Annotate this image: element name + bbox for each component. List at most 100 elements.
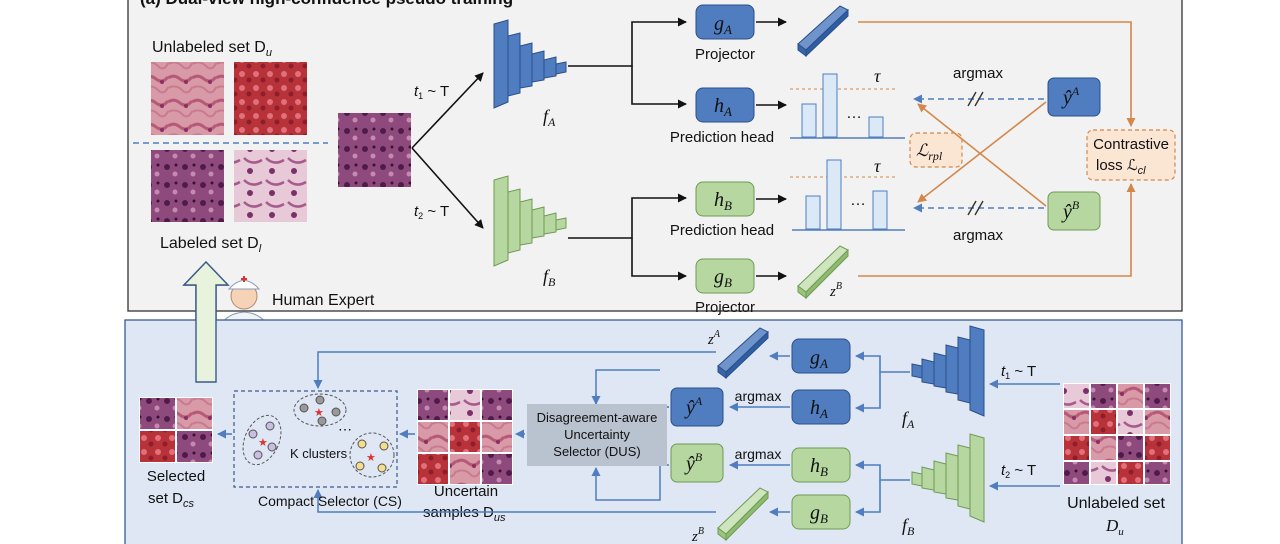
embedding-zB-icon	[797, 245, 849, 300]
embedding-zB-bottom-icon	[717, 487, 769, 542]
arrow-zA-contrastive	[858, 21, 1136, 127]
dots-bottom: …	[850, 192, 866, 209]
unlabeled-image-2	[234, 62, 307, 135]
arrow-to-fA	[411, 72, 484, 149]
uncertain-samples-grid	[417, 389, 513, 485]
input-crop	[338, 113, 411, 187]
unlabeled-set-bottom-line1: Unlabeled set	[1067, 495, 1165, 512]
labeled-image-1	[151, 150, 224, 222]
hB-box	[695, 181, 755, 217]
selected-line1: Selected	[147, 468, 205, 485]
dus-box	[527, 404, 667, 466]
yB-bottom-text: ŷB	[684, 450, 703, 475]
hA-text: hA	[714, 95, 732, 119]
dus-line3: Selector (DUS)	[553, 444, 640, 459]
cross-arrow-yB	[917, 103, 1047, 207]
yA-text: ŷA	[1061, 84, 1080, 109]
argmax-top-label: argmax	[953, 65, 1004, 82]
cluster-3-icon: ★	[349, 432, 395, 478]
hA-bottom-box	[791, 389, 851, 425]
compact-selector-box	[233, 390, 398, 488]
probability-bars-bottom	[790, 159, 905, 231]
embedding-zA-bottom-icon	[717, 327, 769, 380]
svg-text:★: ★	[366, 451, 376, 464]
projector-bottom-label: Projector	[695, 299, 755, 316]
fA-label: fA	[543, 106, 556, 129]
prediction-head-bottom-label: Prediction head	[670, 222, 774, 239]
t1-label: t1 ~ T	[414, 83, 449, 101]
unlabeled-set-bottom-line2: Du	[1105, 516, 1124, 538]
t2-label: t2 ~ T	[414, 203, 449, 221]
encoder-fB-bottom-icon	[911, 433, 985, 523]
dus-line2: Uncertainty	[564, 427, 630, 442]
probability-bars-top	[790, 73, 905, 139]
dus-line1: Disagreement-aware	[537, 410, 658, 425]
yB-bottom-box	[670, 443, 724, 483]
gB-bottom-text: gB	[810, 502, 828, 526]
cluster-dots: ⋯	[338, 421, 352, 437]
yA-bottom-text: ŷA	[684, 394, 703, 419]
arrow-fA-gA	[568, 17, 687, 67]
argmax-bottom-top-label: argmax	[735, 388, 782, 404]
cluster-1-icon: ★	[242, 414, 282, 466]
upload-arrow-overlay	[182, 260, 230, 383]
gB-text: gB	[714, 266, 732, 290]
arrow-fA-gA-bottom	[855, 351, 910, 373]
arrow-fB-gB-bottom	[855, 480, 881, 517]
contrastive-loss-line2: loss ℒcl	[1096, 157, 1146, 177]
hB-bottom-text: hB	[810, 455, 828, 479]
top-panel-title: (a) Dual-view high-confidence pseudo tra…	[140, 0, 513, 8]
contrastive-loss-line1: Contrastive	[1093, 136, 1169, 153]
tau-bottom: τ	[874, 156, 881, 176]
labeled-image-2	[234, 150, 307, 222]
arrow-fB-hB	[568, 193, 687, 239]
stop-gradient-bottom	[967, 200, 984, 216]
arrow-fA-hA	[631, 66, 687, 109]
gA-bottom-text: gA	[810, 347, 828, 371]
encoder-fA-bottom-icon	[911, 325, 985, 417]
arrow-fA-hA-bottom	[855, 372, 881, 413]
yB-box	[1047, 191, 1101, 231]
projector-top-label: Projector	[695, 46, 755, 63]
uncertain-line1: Uncertain	[434, 483, 498, 500]
yA-box	[1047, 77, 1101, 117]
rpl-loss-label: ℒrpl	[916, 141, 943, 163]
fA-bottom-label: fA	[902, 408, 915, 431]
hB-bottom-box	[791, 447, 851, 483]
embedding-zA-icon	[797, 5, 849, 58]
gA-bottom-box	[791, 338, 851, 374]
hA-box	[695, 87, 755, 123]
selected-line2: set Dcs	[148, 490, 195, 510]
hA-bottom-text: hA	[810, 397, 828, 421]
gA-text: gA	[714, 13, 732, 37]
dots-top: …	[846, 105, 862, 122]
gB-bottom-box	[791, 494, 851, 530]
t2-bottom-label: t2 ~ T	[1001, 462, 1036, 480]
arrow-fB-gB	[631, 238, 687, 281]
human-expert-label: Human Expert	[272, 292, 375, 309]
zB-bottom-label: zB	[691, 526, 704, 544]
yB-text: ŷB	[1061, 198, 1080, 223]
argmax-bottom-label: argmax	[953, 227, 1004, 244]
cluster-2-icon: ★	[293, 393, 347, 427]
t1-bottom-label: t1 ~ T	[1001, 363, 1036, 381]
svg-text:★: ★	[258, 436, 268, 449]
arrow-zA-cs	[313, 351, 716, 389]
tau-top: τ	[874, 66, 881, 86]
zB-top-label: zB	[829, 281, 842, 300]
zA-bottom-label: zA	[707, 329, 721, 348]
encoder-fA-icon	[493, 19, 567, 109]
unlabeled-image-1	[151, 62, 224, 135]
encoder-fB-icon	[493, 175, 567, 267]
selected-set-grid	[139, 397, 213, 463]
rpl-loss-box	[909, 132, 963, 168]
hB-text: hB	[714, 189, 732, 213]
gA-box	[695, 4, 755, 40]
arrow-to-fB	[411, 147, 484, 229]
fB-label: fB	[543, 266, 556, 289]
gB-box	[695, 258, 755, 294]
unlabeled-grid	[1063, 383, 1171, 485]
yA-bottom-box	[670, 387, 724, 427]
